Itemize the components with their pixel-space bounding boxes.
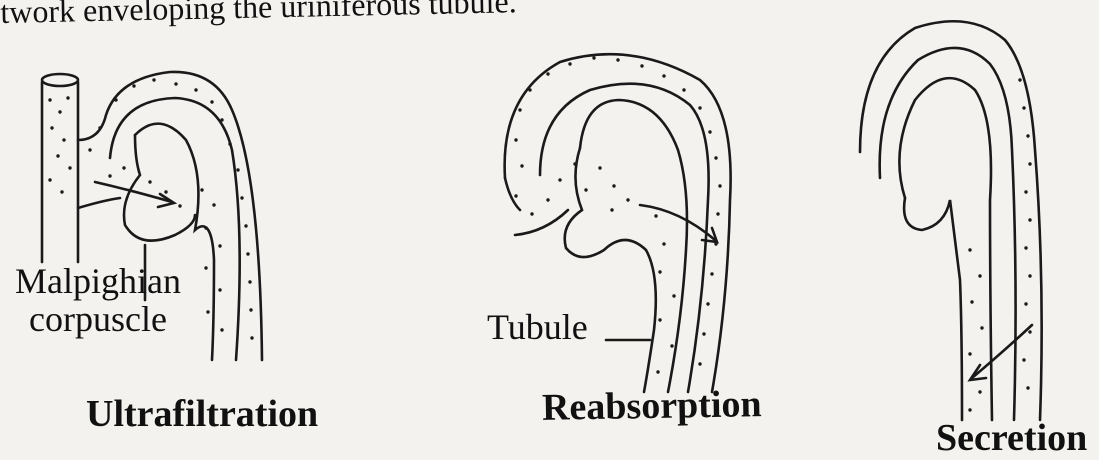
malpighian-label-line1: Malpighian bbox=[8, 262, 188, 300]
tubule-label: Tubule bbox=[487, 306, 588, 348]
secretion-figure bbox=[860, 21, 1042, 420]
reabsorption-title: Reabsorption bbox=[542, 382, 762, 430]
malpighian-label-line2: corpuscle bbox=[8, 300, 188, 338]
ultrafiltration-title: Ultrafiltration bbox=[86, 392, 318, 436]
secretion-dots bbox=[968, 78, 1031, 411]
secretion-title: Secretion bbox=[936, 416, 1087, 460]
malpighian-corpuscle-label: Malpighian corpuscle bbox=[8, 262, 188, 338]
